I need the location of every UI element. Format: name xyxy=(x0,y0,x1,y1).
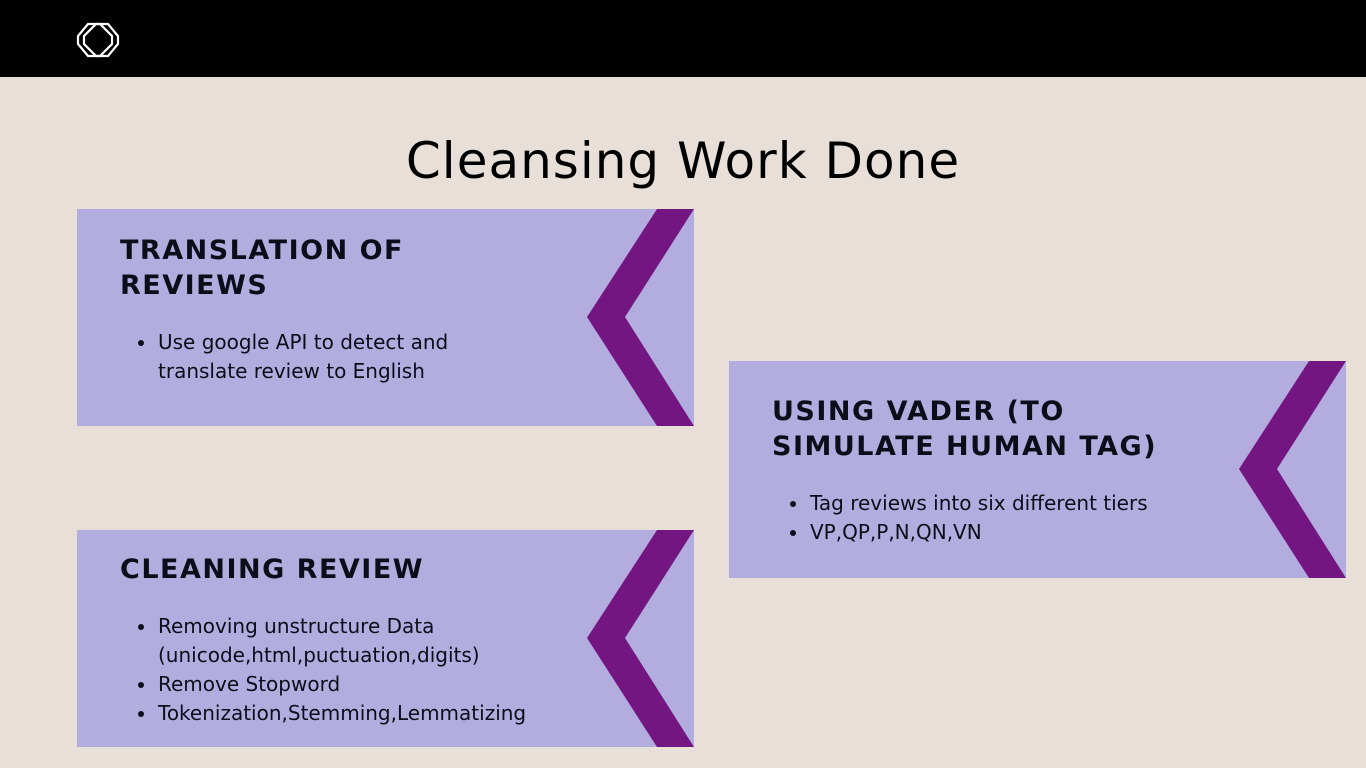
translation-bullet-text: translate review to English xyxy=(158,359,425,383)
vader-heading-line2: SIMULATE HUMAN TAG) xyxy=(772,431,1158,462)
top-bar xyxy=(0,0,1366,77)
cleaning-banner-shape xyxy=(77,530,694,747)
translation-bullet-text: Use google API to detect and xyxy=(158,330,449,354)
vader-heading-line1: USING VADER (TO xyxy=(772,396,1065,427)
translation-heading: TRANSLATION OF REVIEWS xyxy=(120,233,560,303)
cleaning-bullet-continuation: (unicode,html,puctuation,digits) xyxy=(158,641,526,670)
translation-bullet-continuation: translate review to English xyxy=(158,357,448,386)
vader-banner-shape xyxy=(729,361,1346,578)
cleaning-bullet-text: Removing unstructure Data xyxy=(158,614,435,638)
vader-bullet-text: Tag reviews into six different tiers xyxy=(810,491,1148,515)
vader-bullet: VP,QP,P,N,QN,VN xyxy=(790,518,1148,547)
translation-heading-line2: REVIEWS xyxy=(120,270,269,301)
cleaning-bullet: Tokenization,Stemming,Lemmatizing xyxy=(137,699,527,728)
translation-banner-shape xyxy=(77,209,694,426)
vader-bullet: Tag reviews into six different tiers xyxy=(790,489,1148,518)
vader-bullet-list: Tag reviews into six different tiers VP,… xyxy=(772,489,1148,547)
cleaning-bullet-text: Tokenization,Stemming,Lemmatizing xyxy=(158,701,527,725)
cleaning-heading: CLEANING REVIEW xyxy=(120,552,560,587)
cleaning-card: CLEANING REVIEW Removing unstructure Dat… xyxy=(77,530,694,747)
slide-title: Cleansing Work Done xyxy=(405,131,961,190)
cleaning-bullet: Remove Stopword xyxy=(137,670,526,699)
translation-bullet-list: Use google API to detect and translate r… xyxy=(120,328,448,386)
translation-bullet: Use google API to detect and xyxy=(137,328,449,357)
cleaning-bullet-text: (unicode,html,puctuation,digits) xyxy=(158,643,480,667)
cleaning-bullet-list: Removing unstructure Data (unicode,html,… xyxy=(120,612,526,728)
vader-heading: USING VADER (TO SIMULATE HUMAN TAG) xyxy=(772,394,1212,464)
cleaning-bullet: Removing unstructure Data xyxy=(137,612,526,641)
cleaning-heading-line1: CLEANING REVIEW xyxy=(120,554,425,585)
vader-card: USING VADER (TO SIMULATE HUMAN TAG) Tag … xyxy=(729,361,1346,578)
cleaning-bullet-text: Remove Stopword xyxy=(158,672,341,696)
translation-card: TRANSLATION OF REVIEWS Use google API to… xyxy=(77,209,694,426)
translation-heading-line1: TRANSLATION OF xyxy=(120,235,404,266)
vader-bullet-text: VP,QP,P,N,QN,VN xyxy=(810,520,982,544)
logo-icon xyxy=(76,22,120,58)
